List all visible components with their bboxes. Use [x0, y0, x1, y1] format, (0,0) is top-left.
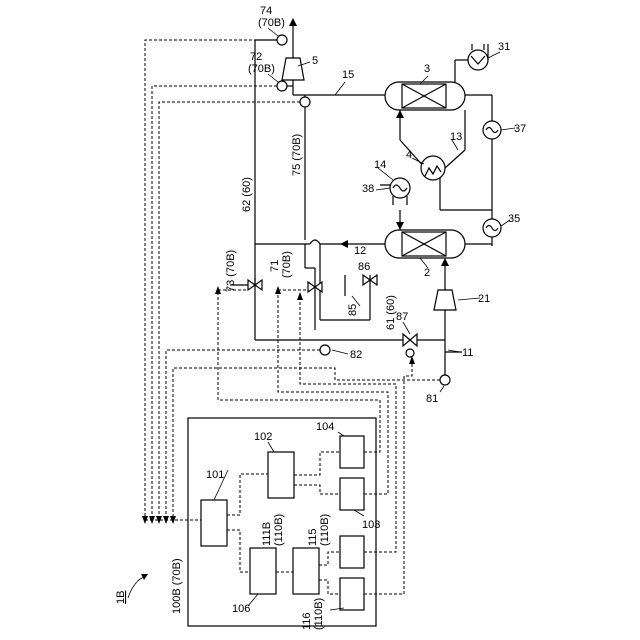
- pump-37: [483, 121, 501, 139]
- compressor-21: [434, 290, 456, 310]
- label-111b-sub: (110B): [273, 514, 285, 546]
- label-71: 71: [269, 260, 281, 272]
- label-13: 13: [450, 131, 462, 143]
- instrument-75: [300, 97, 310, 107]
- heater-14: [390, 178, 410, 205]
- heat-exchanger-4: [421, 156, 445, 180]
- label-37: 37: [514, 123, 526, 135]
- label-61: 61 (60): [385, 295, 397, 330]
- compressor-5: [282, 58, 304, 80]
- label-73: 73 (70B): [225, 250, 237, 292]
- label-85: 85: [347, 304, 359, 316]
- label-101: 101: [206, 469, 224, 481]
- label-3: 3: [424, 63, 430, 75]
- instrument-81: [440, 375, 450, 385]
- label-38: 38: [362, 183, 374, 195]
- label-15: 15: [342, 69, 354, 81]
- figure-label: 1B: [115, 591, 127, 604]
- controller-label: 100B (70B): [171, 558, 183, 614]
- block-111b: [293, 548, 319, 594]
- label-62: 62 (60): [241, 177, 253, 212]
- cooler-31: [468, 44, 488, 70]
- label-35: 35: [508, 213, 520, 225]
- label-31: 31: [498, 41, 510, 53]
- block-101: [201, 500, 227, 546]
- label-12: 12: [354, 245, 366, 257]
- label-115-sub: (110B): [319, 514, 331, 546]
- label-87: 87: [396, 311, 408, 323]
- label-103: 103: [362, 519, 380, 531]
- label-106: 106: [232, 603, 250, 615]
- label-14: 14: [374, 159, 386, 171]
- label-72-sub: (70B): [248, 63, 275, 75]
- label-5: 5: [312, 55, 318, 67]
- label-71-sub: (70B): [281, 251, 293, 278]
- instrument-72: [277, 81, 287, 91]
- label-104: 104: [316, 421, 334, 433]
- valve-87: [403, 334, 417, 357]
- label-111b: 111B: [261, 522, 273, 546]
- block-102: [268, 452, 294, 498]
- label-82: 82: [350, 349, 362, 361]
- label-86: 86: [358, 261, 370, 273]
- vessel-3: [385, 82, 465, 110]
- label-116: 116: [301, 612, 313, 630]
- block-116: [340, 578, 364, 610]
- label-74: 74: [260, 5, 272, 17]
- label-2: 2: [424, 267, 430, 279]
- label-21: 21: [478, 293, 490, 305]
- label-74-sub: (70B): [258, 17, 285, 29]
- instrument-74: [277, 35, 287, 45]
- block-106: [250, 548, 276, 594]
- label-75: 75 (70B): [291, 134, 303, 176]
- label-102: 102: [254, 431, 272, 443]
- label-116-sub: (110B): [313, 598, 325, 630]
- label-4: 4: [406, 149, 412, 161]
- vessel-2: [385, 230, 465, 258]
- pump-35: [483, 219, 501, 237]
- block-104: [340, 436, 364, 468]
- label-115: 115: [307, 528, 319, 546]
- label-72: 72: [250, 51, 262, 63]
- block-103: [340, 478, 364, 510]
- instrument-82: [320, 345, 330, 355]
- label-81: 81: [426, 393, 438, 405]
- label-11: 11: [462, 347, 473, 359]
- block-115: [340, 536, 364, 568]
